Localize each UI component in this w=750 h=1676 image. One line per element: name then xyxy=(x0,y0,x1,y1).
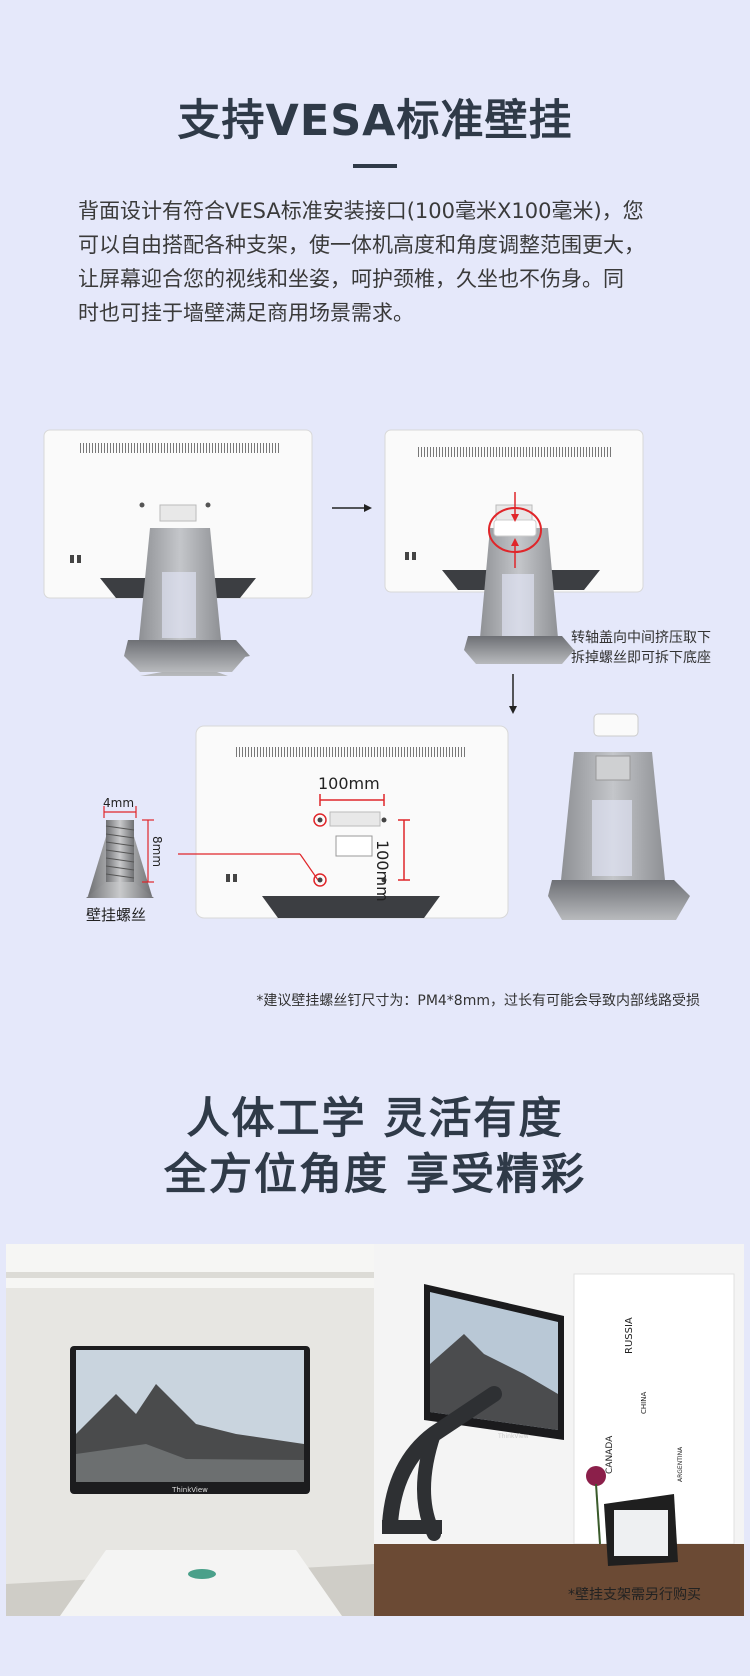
arrow-down-icon xyxy=(509,674,517,714)
monitor-arm-photo: RUSSIA CANADA CHINA ARGENTINA ThinkView … xyxy=(374,1244,744,1616)
title-underline xyxy=(353,164,397,168)
description-line: 背面设计有符合VESA标准安装接口(100毫米X100毫米)，您 xyxy=(78,199,644,223)
screw-icon xyxy=(86,806,154,898)
step-caption-line: 转轴盖向中间挤压取下 xyxy=(571,630,711,646)
wall-mount-photo: ThinkView xyxy=(6,1244,374,1616)
detached-stand xyxy=(548,713,690,920)
arm-note: *壁挂支架需另行购买 xyxy=(568,1587,701,1603)
map-word: ARGENTINA xyxy=(677,1446,684,1482)
description-line: 时也可挂于墙壁满足商用场景需求。 xyxy=(78,301,414,325)
screw-label: 壁挂螺丝 xyxy=(86,906,147,924)
arrow-right-icon xyxy=(332,504,372,512)
map-word: CHINA xyxy=(640,1392,648,1414)
monitor-brand-label: ThinkView xyxy=(497,1433,529,1440)
monitor-back-with-stand xyxy=(43,429,313,676)
dimension-horizontal-label: 100mm xyxy=(318,774,380,793)
section-heading-line2: 全方位角度 享受精彩 xyxy=(164,1150,586,1200)
map-word: CANADA xyxy=(605,1435,615,1474)
section-heading-line1: 人体工学 灵活有度 xyxy=(186,1094,564,1144)
vesa-diagram xyxy=(43,429,690,920)
map-word: RUSSIA xyxy=(624,1317,635,1354)
step-caption-line: 拆掉螺丝即可拆下底座 xyxy=(571,650,711,666)
monitor-back-vesa xyxy=(178,725,509,919)
screw-width-label: 4mm xyxy=(103,796,135,810)
monitor-back-step2 xyxy=(384,429,644,664)
screw-length-label: 8mm xyxy=(150,836,164,868)
screw-note: *建议壁挂螺丝钉尺寸为：PM4*8mm，过长有可能会导致内部线路受损 xyxy=(256,993,700,1009)
tv-brand-label: ThinkView xyxy=(171,1486,208,1494)
description-line: 让屏幕迎合您的视线和坐姿，呵护颈椎，久坐也不伤身。同 xyxy=(78,267,624,291)
dimension-vertical-label: 100mm xyxy=(373,840,392,902)
description: 背面设计有符合VESA标准安装接口(100毫米X100毫米)，您 可以自由搭配各… xyxy=(78,194,678,330)
description-line: 可以自由搭配各种支架，使一体机高度和角度调整范围更大， xyxy=(78,233,645,257)
step-caption: 转轴盖向中间挤压取下 拆掉螺丝即可拆下底座 xyxy=(571,628,711,668)
page-title: 支持VESA标准壁挂 xyxy=(177,96,573,146)
